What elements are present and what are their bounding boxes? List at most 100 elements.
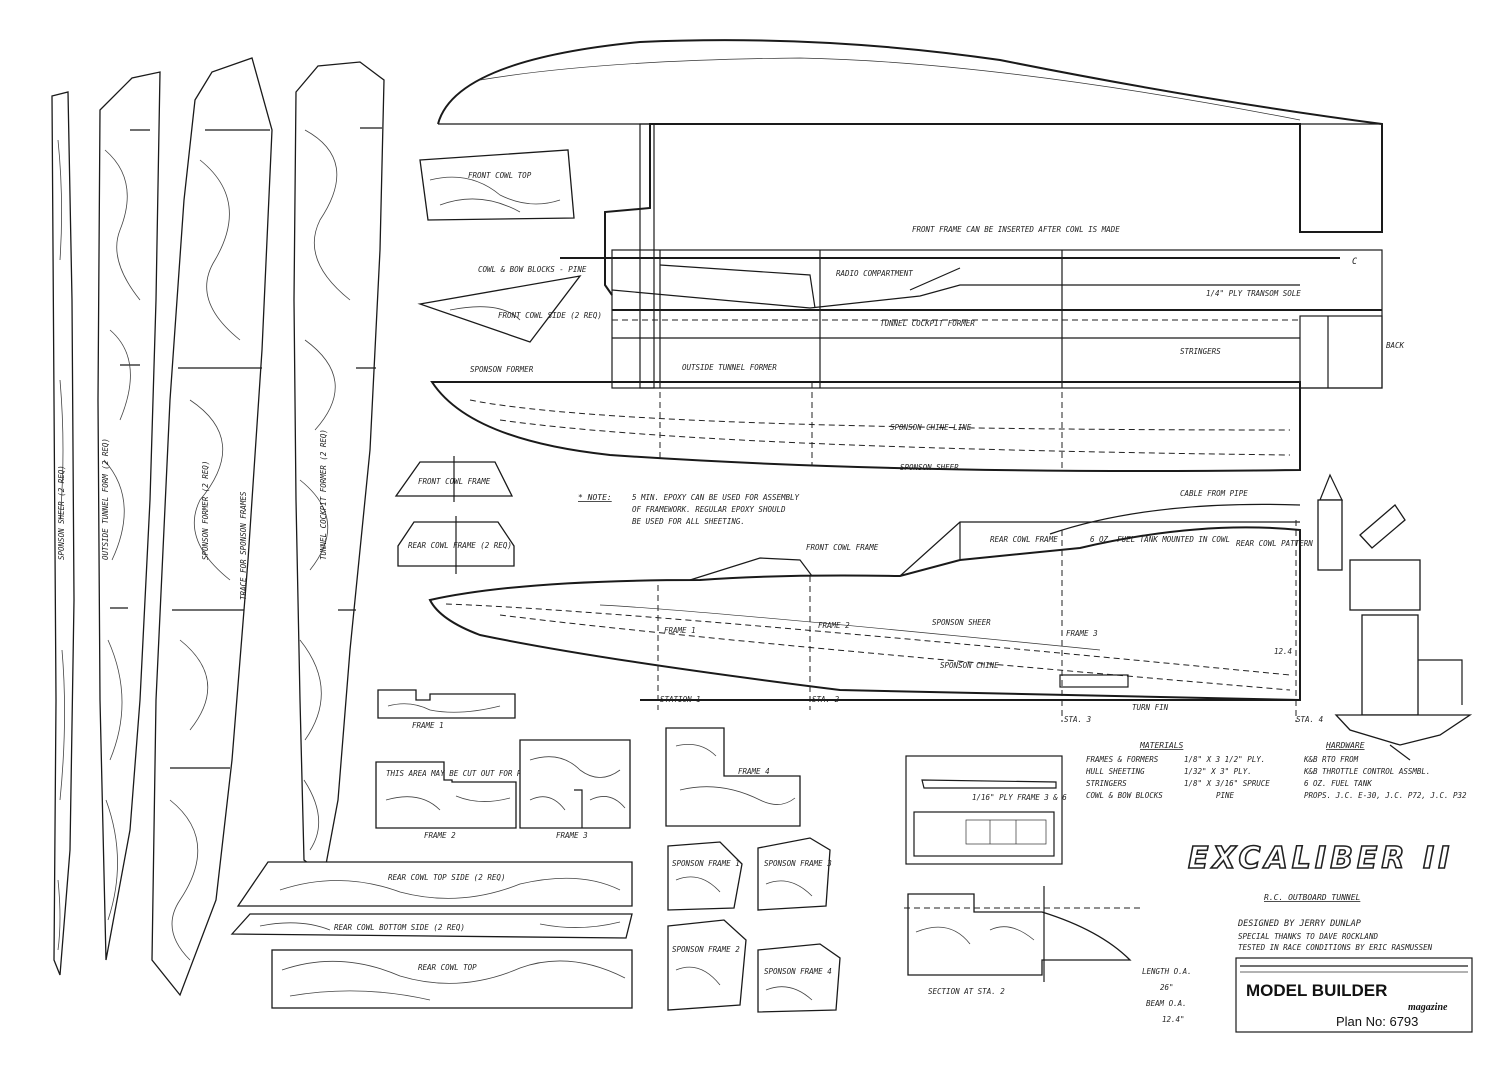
- material-stock-2: 1/32" X 3" PLY.: [1184, 767, 1252, 776]
- label-dim-124: 12.4: [1274, 647, 1292, 656]
- front-cowl-frame-part: FRONT COWL FRAME: [394, 456, 514, 502]
- label-sponson-sheer-top: SPONSON SHEER: [900, 463, 959, 472]
- material-stock-4: PINE: [1216, 791, 1235, 800]
- note-heading: * NOTE:: [578, 493, 612, 502]
- long-part-sponson-former: SPONSON FORMER (2 REQ) TRACE FOR SPONSON…: [151, 57, 273, 997]
- front-cowl-side-part: FRONT COWL SIDE (2 REQ): [417, 275, 602, 343]
- material-part-2: HULL SHEETING: [1085, 767, 1145, 776]
- ply-detail-box: 1/16" PLY FRAME 3 & 6: [905, 755, 1067, 865]
- hardware-item-4: PROPS. J.C. E-30, J.C. P72, J.C. P32: [1304, 791, 1467, 800]
- front-cowl-top-part: FRONT COWL TOP: [419, 149, 575, 221]
- label-stringers: STRINGERS: [1180, 347, 1221, 356]
- frame-1-part: FRAME 1: [377, 689, 516, 730]
- label-sponson-frame-2: SPONSON FRAME 2: [672, 945, 740, 954]
- label-sponson-frame-3: SPONSON FRAME 3: [764, 859, 832, 868]
- sponson-frame-4-part: SPONSON FRAME 4: [757, 943, 841, 1013]
- hardware-item-3: 6 OZ. FUEL TANK: [1304, 779, 1372, 788]
- specs: LENGTH O.A. 26" BEAM O.A. 12.4": [1142, 967, 1192, 1024]
- long-part-sponson-sheer: SPONSON SHEER (2 REQ): [51, 91, 75, 976]
- label-sponson-frame-1: SPONSON FRAME 1: [672, 859, 740, 868]
- label-frame-3: FRAME 3: [556, 831, 588, 840]
- label-ply-detail: 1/16" PLY FRAME 3 & 6: [972, 793, 1067, 802]
- label-outside-tunnel-former: OUTSIDE TUNNEL FORMER: [682, 363, 777, 372]
- label-frame-4: FRAME 4: [738, 767, 770, 776]
- label-center-line: C: [1352, 257, 1358, 267]
- material-stock-1: 1/8" X 3 1/2" PLY.: [1184, 755, 1265, 764]
- label-sponson-former-top: SPONSON FORMER: [470, 365, 534, 374]
- publisher-box: MODEL BUILDER magazine Plan No: 6793: [1235, 957, 1473, 1033]
- hardware-item-1: K&B RTO FROM: [1303, 755, 1359, 764]
- beam-value: 12.4": [1162, 1015, 1185, 1024]
- label-front-frame-note: FRONT FRAME CAN BE INSERTED AFTER COWL I…: [912, 225, 1120, 234]
- label-radio-compartment: RADIO COMPARTMENT: [836, 269, 913, 278]
- sponson-frame-3-part: SPONSON FRAME 3: [757, 837, 832, 911]
- label-frame-1-side: FRAME 1: [664, 626, 696, 635]
- label-cable-from-pipe: CABLE FROM PIPE: [1180, 489, 1248, 498]
- label-tunnel-cockpit-former-top: TUNNEL COCKPIT FORMER: [880, 319, 975, 328]
- long-part-tunnel-cockpit-former: TUNNEL COCKPIT FORMER (2 REQ): [293, 61, 385, 877]
- label-rear-cowl-pattern: REAR COWL PATTERN: [1236, 539, 1313, 548]
- label-rear-cowl-top: REAR COWL TOP: [418, 963, 477, 972]
- label-rear-cowl-frame-side: REAR COWL FRAME: [990, 535, 1058, 544]
- label-fuel-tank: 6 OZ. FUEL TANK MOUNTED IN COWL: [1090, 535, 1230, 544]
- length-value: 26": [1160, 983, 1174, 992]
- note-line-2: OF FRAMEWORK. REGULAR EPOXY SHOULD: [632, 505, 786, 514]
- publisher-name: MODEL BUILDER: [1246, 981, 1387, 1000]
- top-view: FRONT COWL TOP FRONT COWL SIDE (2 REQ) F…: [417, 39, 1405, 472]
- label-frame-2: FRAME 2: [424, 831, 456, 840]
- frame-2-part: THIS AREA MAY BE CUT OUT FOR RADIO FRAME…: [375, 761, 540, 840]
- plan-number: Plan No: 6793: [1336, 1014, 1418, 1029]
- label-sponson-sheer-side: SPONSON SHEER: [932, 618, 991, 627]
- note-line-3: BE USED FOR ALL SHEETING.: [632, 517, 745, 526]
- label-back: BACK: [1386, 341, 1405, 350]
- hardware-list: HARDWARE K&B RTO FROM K&B THROTTLE CONTR…: [1303, 741, 1467, 800]
- rear-cowl-frame-part: REAR COWL FRAME (2 REQ): [397, 516, 515, 574]
- label-trace-note: TRACE FOR SPONSON FRAMES: [239, 491, 248, 600]
- label-front-cowl-frame: FRONT COWL FRAME: [418, 477, 491, 486]
- note-block: * NOTE: 5 MIN. EPOXY CAN BE USED FOR ASS…: [578, 493, 800, 526]
- sponson-frame-1-part: SPONSON FRAME 1: [667, 841, 743, 911]
- label-section: SECTION AT STA. 2: [928, 987, 1005, 996]
- label-transom-note: 1/4" PLY TRANSOM SOLE: [1206, 289, 1301, 298]
- publisher-magazine: magazine: [1408, 1002, 1448, 1013]
- sponson-frame-2-part: SPONSON FRAME 2: [667, 919, 747, 1011]
- credit-line-2: SPECIAL THANKS TO DAVE ROCKLAND: [1238, 932, 1378, 941]
- label-front-cowl-top: FRONT COWL TOP: [468, 171, 532, 180]
- hardware-item-2: K&B THROTTLE CONTROL ASSMBL.: [1303, 767, 1430, 776]
- label-rear-cowl-top-side: REAR COWL TOP SIDE (2 REQ): [388, 873, 505, 882]
- label-tunnel-cockpit-former: TUNNEL COCKPIT FORMER (2 REQ): [319, 429, 328, 560]
- rear-cowl-bottom-side-part: REAR COWL BOTTOM SIDE (2 REQ): [230, 913, 633, 939]
- credit-designer: DESIGNED BY JERRY DUNLAP: [1237, 919, 1361, 929]
- material-stock-3: 1/8" X 3/16" SPRUCE: [1184, 779, 1270, 788]
- label-frame-1: FRAME 1: [412, 721, 444, 730]
- label-frame-2-side: FRAME 2: [818, 621, 850, 630]
- length-label: LENGTH O.A.: [1142, 967, 1192, 976]
- label-sponson-chine-line: SPONSON CHINE LINE: [890, 423, 972, 432]
- materials-list: MATERIALS FRAMES & FORMERS 1/8" X 3 1/2"…: [1085, 741, 1270, 800]
- frame-4-part: FRAME 4: [665, 727, 801, 827]
- label-rear-cowl-bottom-side: REAR COWL BOTTOM SIDE (2 REQ): [334, 923, 465, 932]
- side-view: CABLE FROM PIPE REAR COWL FRAME 6 OZ. FU…: [428, 473, 1473, 761]
- label-turn-fin: TURN FIN: [1132, 703, 1169, 712]
- rear-cowl-top-side-part: REAR COWL TOP SIDE (2 REQ): [236, 861, 633, 907]
- note-line-1: 5 MIN. EPOXY CAN BE USED FOR ASSEMBLY: [632, 493, 800, 502]
- material-part-3: STRINGERS: [1086, 779, 1127, 788]
- label-sta-3: STA. 3: [1064, 715, 1092, 724]
- label-frame-3-side: FRAME 3: [1066, 629, 1098, 638]
- material-part-4: COWL & BOW BLOCKS: [1086, 791, 1163, 800]
- plan-title: EXCALIBER II: [1188, 841, 1453, 876]
- material-part-1: FRAMES & FORMERS: [1086, 755, 1159, 764]
- label-cowl-bow-blocks: COWL & BOW BLOCKS - PINE: [478, 265, 587, 274]
- label-front-cowl-side: FRONT COWL SIDE (2 REQ): [498, 311, 602, 320]
- hardware-heading: HARDWARE: [1325, 741, 1365, 750]
- frame-3-part: FRAME 3: [519, 739, 631, 840]
- label-sponson-former-part: SPONSON FORMER (2 REQ): [201, 461, 210, 560]
- rear-cowl-top-part: REAR COWL TOP: [271, 949, 633, 1009]
- label-sponson-sheer-part: SPONSON SHEER (2 REQ): [57, 465, 66, 560]
- long-part-outside-tunnel-form: OUTSIDE TUNNEL FORM (2 REQ): [97, 71, 161, 961]
- credit-line-3: TESTED IN RACE CONDITIONS BY ERIC RASMUS…: [1238, 943, 1433, 952]
- label-sponson-chine-side: SPONSON CHINE: [940, 661, 999, 670]
- section-sta-2: SECTION AT STA. 2: [904, 886, 1140, 996]
- label-sponson-frame-4: SPONSON FRAME 4: [764, 967, 832, 976]
